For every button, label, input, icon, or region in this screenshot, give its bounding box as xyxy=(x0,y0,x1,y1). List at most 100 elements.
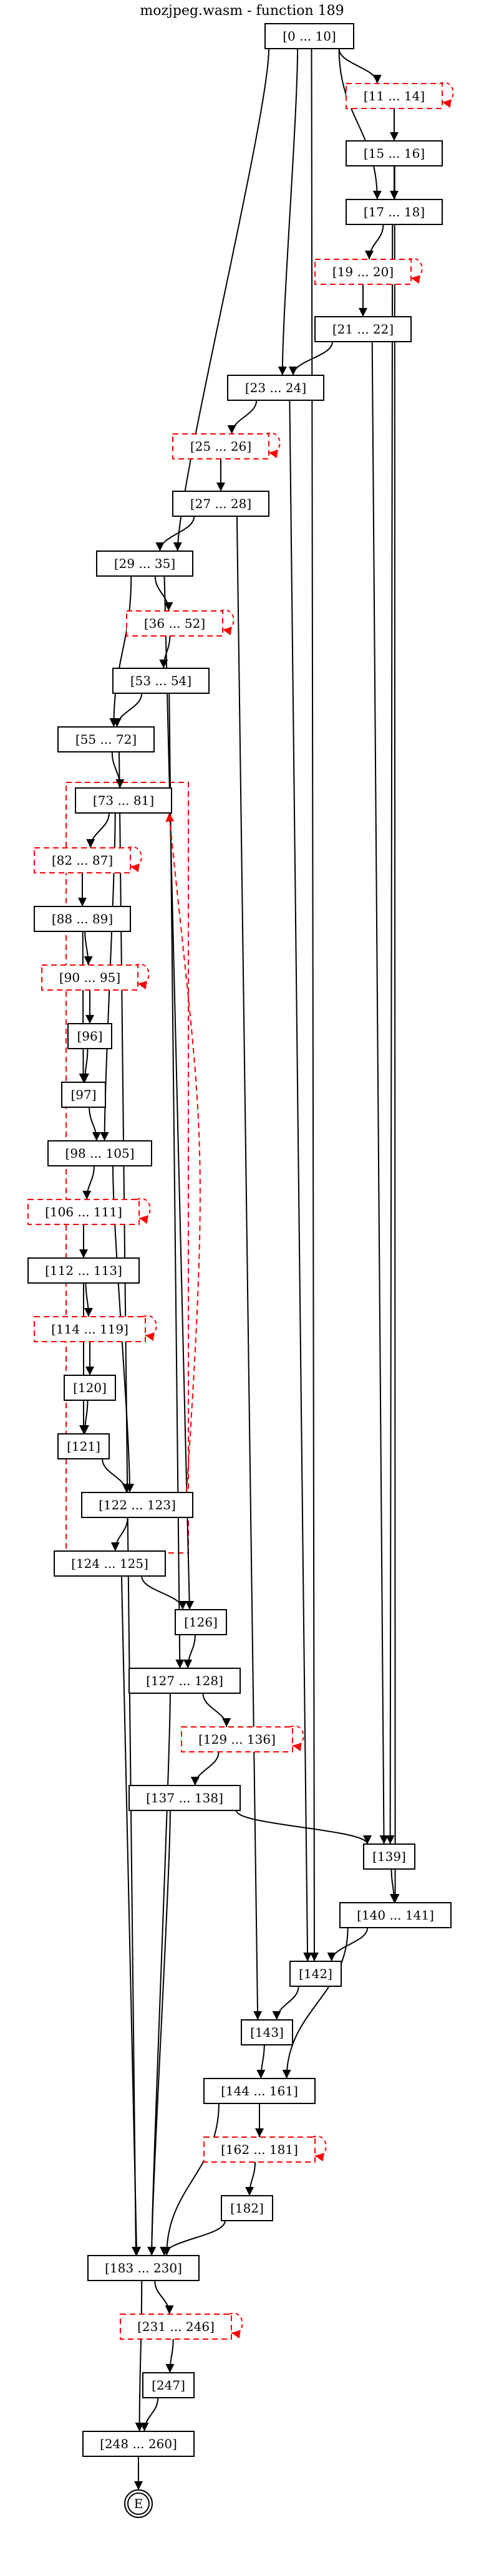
block-node-36: [36 ... 52] xyxy=(126,609,235,637)
block-label-120: [120] xyxy=(73,1380,107,1395)
block-label-98: [98 ... 105] xyxy=(65,1146,134,1161)
block-node-82: [82 ... 87] xyxy=(34,846,142,873)
edge-140-to-144 xyxy=(282,1927,349,2079)
block-box-121 xyxy=(57,1433,110,1459)
block-box-19 xyxy=(314,259,412,285)
block-box-11 xyxy=(346,83,443,109)
block-node-88: [88 ... 89] xyxy=(34,906,131,932)
block-label-55: [55 ... 72] xyxy=(75,732,137,747)
block-box-106 xyxy=(27,1199,140,1225)
block-node-129: [129 ... 136] xyxy=(181,1725,304,1752)
block-label-106: [106 ... 111] xyxy=(45,1204,122,1219)
block-node-21: [21 ... 22] xyxy=(314,316,412,342)
block-label-19: [19 ... 20] xyxy=(332,264,394,279)
block-box-55 xyxy=(57,726,155,752)
block-node-29: [29 ... 35] xyxy=(96,550,193,577)
block-node-17: [17 ... 18] xyxy=(346,199,443,225)
edge-29-to-55 xyxy=(109,575,132,728)
block-label-144: [144 ... 161] xyxy=(221,2083,298,2098)
block-node-98: [98 ... 105] xyxy=(47,1140,152,1166)
block-node-139: [139] xyxy=(363,1843,415,1870)
edge-139-to-140 xyxy=(389,1868,399,1903)
block-node-143: [143] xyxy=(241,2019,293,2045)
block-node-137: [137 ... 138] xyxy=(128,1785,241,1811)
block-box-162 xyxy=(203,2136,316,2163)
block-box-182 xyxy=(221,2195,273,2221)
block-label-162: [162 ... 181] xyxy=(221,2142,298,2157)
block-node-96: [96] xyxy=(67,1023,112,1049)
block-box-97 xyxy=(61,1082,106,1108)
block-node-248: [248 ... 260] xyxy=(82,2431,195,2457)
block-label-11: [11 ... 14] xyxy=(364,89,425,103)
block-node-142: [142] xyxy=(289,1961,342,1987)
block-box-112 xyxy=(27,1257,140,1284)
block-label-122: [122 ... 123] xyxy=(99,1497,176,1512)
block-box-17 xyxy=(346,199,443,225)
block-node-97: [97] xyxy=(61,1082,106,1108)
exit-outer-circle xyxy=(124,2489,153,2518)
block-node-247: [247] xyxy=(142,2372,195,2398)
block-node-15: [15 ... 16] xyxy=(346,140,443,166)
block-box-183 xyxy=(87,2255,200,2281)
edge-29-to-126 xyxy=(163,575,194,1610)
edge-27-to-29 xyxy=(155,516,195,552)
edge-0-to-23 xyxy=(278,48,299,376)
block-node-27: [27 ... 28] xyxy=(172,491,269,517)
exit-node: E xyxy=(124,2489,153,2518)
block-box-231 xyxy=(120,2314,232,2340)
block-box-98 xyxy=(47,1140,152,1166)
edge-129-to-137 xyxy=(190,1751,220,1786)
block-box-140 xyxy=(339,1902,452,1928)
edge-182-to-183 xyxy=(160,2220,226,2256)
block-node-121: [121] xyxy=(57,1433,110,1459)
block-box-90 xyxy=(41,964,138,991)
edge-127-to-129 xyxy=(202,1693,231,1728)
block-node-126: [126] xyxy=(175,1609,227,1635)
block-label-29: [29 ... 35] xyxy=(114,556,175,571)
block-box-143 xyxy=(241,2019,293,2045)
block-label-182: [182] xyxy=(230,2201,264,2216)
edge-183-to-231 xyxy=(154,2280,174,2315)
block-label-73: [73 ... 81] xyxy=(93,793,154,808)
exit-label: E xyxy=(134,2496,143,2511)
block-node-183: [183 ... 230] xyxy=(87,2255,200,2281)
block-node-140: [140 ... 141] xyxy=(339,1902,452,1928)
block-box-27 xyxy=(172,491,269,517)
edge-247-to-248 xyxy=(140,2397,159,2432)
edge-17-to-19 xyxy=(365,224,384,260)
edge-88-to-97 xyxy=(79,931,88,1083)
block-box-144 xyxy=(203,2078,316,2104)
block-box-82 xyxy=(34,847,131,873)
edge-137-to-183 xyxy=(147,1810,171,2256)
block-box-23 xyxy=(227,375,324,401)
block-node-23: [23 ... 24] xyxy=(227,375,324,401)
block-label-96: [96] xyxy=(77,1029,102,1044)
block-node-182: [182] xyxy=(221,2195,273,2221)
block-label-27: [27 ... 28] xyxy=(190,496,251,511)
edge-126-to-127 xyxy=(183,1634,196,1669)
edge-21-to-23 xyxy=(289,341,333,376)
block-node-120: [120] xyxy=(64,1375,116,1401)
block-node-124: [124 ... 125] xyxy=(54,1550,166,1577)
block-box-142 xyxy=(289,1961,342,1987)
block-node-231: [231 ... 246] xyxy=(120,2312,243,2340)
block-label-126: [126] xyxy=(184,1615,218,1630)
block-label-90: [90 ... 95] xyxy=(59,970,120,985)
edge-143-to-144 xyxy=(256,2044,266,2079)
block-box-247 xyxy=(142,2372,195,2398)
block-box-114 xyxy=(34,1316,146,1342)
block-node-106: [106 ... 111] xyxy=(27,1198,151,1225)
nodes-layer: [0 ... 10][11 ... 14][15 ... 16][17 ... … xyxy=(27,23,454,2518)
edge-96-to-97 xyxy=(80,1048,90,1083)
block-node-114: [114 ... 119] xyxy=(34,1315,157,1342)
exit-inner-circle xyxy=(127,2492,150,2515)
edge-29-to-36 xyxy=(154,575,173,612)
block-node-11: [11 ... 14] xyxy=(346,82,454,109)
edge-124-to-126 xyxy=(141,1575,187,1610)
block-label-183: [183 ... 230] xyxy=(105,2261,182,2276)
block-label-21: [21 ... 22] xyxy=(332,322,394,337)
block-node-19: [19 ... 20] xyxy=(314,257,423,285)
block-label-114: [114 ... 119] xyxy=(51,1322,128,1337)
block-box-21 xyxy=(314,316,412,342)
